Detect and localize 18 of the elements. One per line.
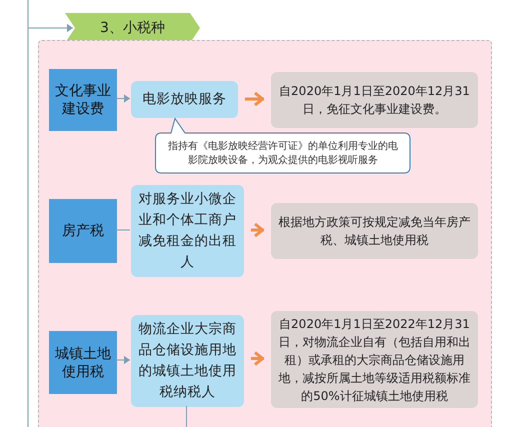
arrow: [251, 222, 264, 238]
arrow: [245, 92, 264, 106]
item-box: 电影放映服务: [131, 81, 238, 118]
policy-box: 自2020年1月1日至2022年12月31日，对物流企业自有（包括自用和出租）或承租的大宗商品仓储设施用地，减按所属土地等级适用税额标准的50%计征城镇土地使用税: [271, 311, 478, 408]
callout-bubble: 指持有《电影放映经营许可证》的单位利用专业的电影院放映设备，为观众提供的电影视听服务: [155, 118, 411, 174]
arrow: [251, 351, 264, 366]
connector-line: [186, 406, 187, 427]
policy-box: 自2020年1月1日至2020年12月31日，免征文化事业建设费。: [271, 72, 478, 128]
connector-arrow: [116, 94, 130, 103]
panel-background: [38, 40, 492, 427]
tax-box: 城镇土地使用税: [49, 331, 117, 394]
tax-box: 文化事业建设费: [49, 69, 117, 131]
item-box: 对服务业小微企业和个体工商户减免租金的出租人: [131, 185, 244, 277]
item-box: 物流企业大宗商品仓储设施用地的城镇土地使用税纳税人: [131, 315, 244, 407]
tax-box: 房产税: [49, 199, 117, 263]
connector-arrow: [28, 0, 74, 427]
policy-box: 根据地方政策可按规定减免当年房产税、城镇土地使用税: [271, 203, 478, 259]
connector-arrow: [116, 356, 130, 364]
